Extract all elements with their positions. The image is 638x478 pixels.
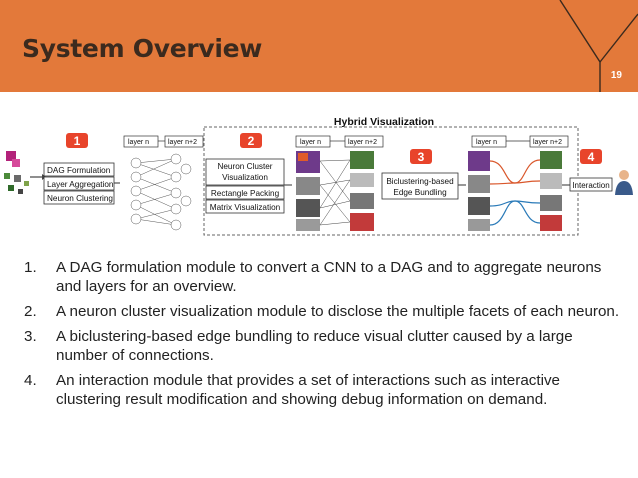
slide-title: System Overview [22, 34, 263, 63]
svg-text:layer n: layer n [128, 139, 149, 146]
svg-text:Layer Aggregation: Layer Aggregation [47, 180, 114, 189]
stage3-thumbnails [468, 151, 562, 231]
list-item: 3. A biclustering-based edge bundling to… [24, 327, 624, 365]
list-item-number: 4. [24, 372, 37, 389]
svg-text:layer n: layer n [476, 139, 497, 146]
svg-text:2: 2 [248, 134, 255, 148]
header-decoration [559, 0, 638, 92]
stage2-connections [319, 159, 351, 226]
page-number: 19 [610, 70, 622, 81]
svg-text:DAG Formulation: DAG Formulation [47, 166, 111, 175]
svg-text:layer n: layer n [300, 139, 321, 146]
hybrid-title: Hybrid Visualization [334, 116, 434, 128]
list-item-number: 2. [24, 303, 37, 320]
stage2-cluster-thumbnails [296, 151, 374, 231]
user-icon [615, 170, 633, 195]
stage-badge-1: 1 [66, 133, 88, 148]
stage3-bundled-edges [489, 159, 541, 226]
svg-text:layer n+2: layer n+2 [348, 139, 377, 146]
list-item: 4. An interaction module that provides a… [24, 371, 624, 409]
list-item-text: An interaction module that provides a se… [56, 372, 560, 408]
list-item: 2. A neuron cluster visualization module… [24, 302, 624, 321]
svg-text:Matrix Visualization: Matrix Visualization [210, 203, 281, 212]
list-item-text: A biclustering-based edge bundling to re… [56, 328, 573, 364]
overview-list: 1. A DAG formulation module to convert a… [24, 258, 624, 415]
stage2-layer-labels: layer n layer n+2 [295, 135, 384, 148]
svg-text:Neuron Clustering: Neuron Clustering [47, 194, 113, 203]
list-item-text: A neuron cluster visualization module to… [56, 303, 620, 320]
stage1-modules: DAG Formulation Layer Aggregation Neuron… [43, 162, 115, 205]
svg-text:Rectangle Packing: Rectangle Packing [211, 189, 280, 198]
svg-text:layer n+2: layer n+2 [168, 139, 197, 146]
svg-text:layer n+2: layer n+2 [533, 139, 562, 146]
stage1-layer-labels: layer n layer n+2 [123, 135, 204, 148]
svg-text:Neuron Cluster: Neuron Cluster [217, 162, 272, 171]
svg-text:Edge Bundling: Edge Bundling [393, 188, 447, 197]
svg-text:Visualization: Visualization [222, 173, 268, 182]
stage-badge-3: 3 [410, 149, 432, 164]
svg-text:Interaction: Interaction [572, 181, 609, 190]
pipeline-diagram: Hybrid Visualization 1 DAG Formulation L… [4, 116, 633, 236]
stage1-network-graph [130, 153, 192, 231]
list-item: 1. A DAG formulation module to convert a… [24, 258, 624, 296]
svg-text:4: 4 [588, 150, 595, 164]
list-item-text: A DAG formulation module to convert a CN… [56, 259, 602, 295]
stage-badge-2: 2 [240, 133, 262, 148]
stage3-module: Biclustering-based Edge Bundling [381, 172, 459, 200]
stage4-module: Interaction [569, 177, 613, 192]
svg-text:3: 3 [418, 150, 425, 164]
svg-text:1: 1 [74, 134, 81, 148]
stage3-layer-labels: layer n layer n+2 [471, 135, 569, 148]
list-item-number: 3. [24, 328, 37, 345]
stage-badge-4: 4 [580, 149, 602, 164]
list-item-number: 1. [24, 259, 37, 276]
slide-header: System Overview 19 [0, 0, 638, 92]
svg-text:Biclustering-based: Biclustering-based [386, 177, 454, 186]
input-network-icon [4, 151, 29, 194]
stage2-modules: Neuron Cluster Visualization Rectangle P… [205, 158, 285, 214]
